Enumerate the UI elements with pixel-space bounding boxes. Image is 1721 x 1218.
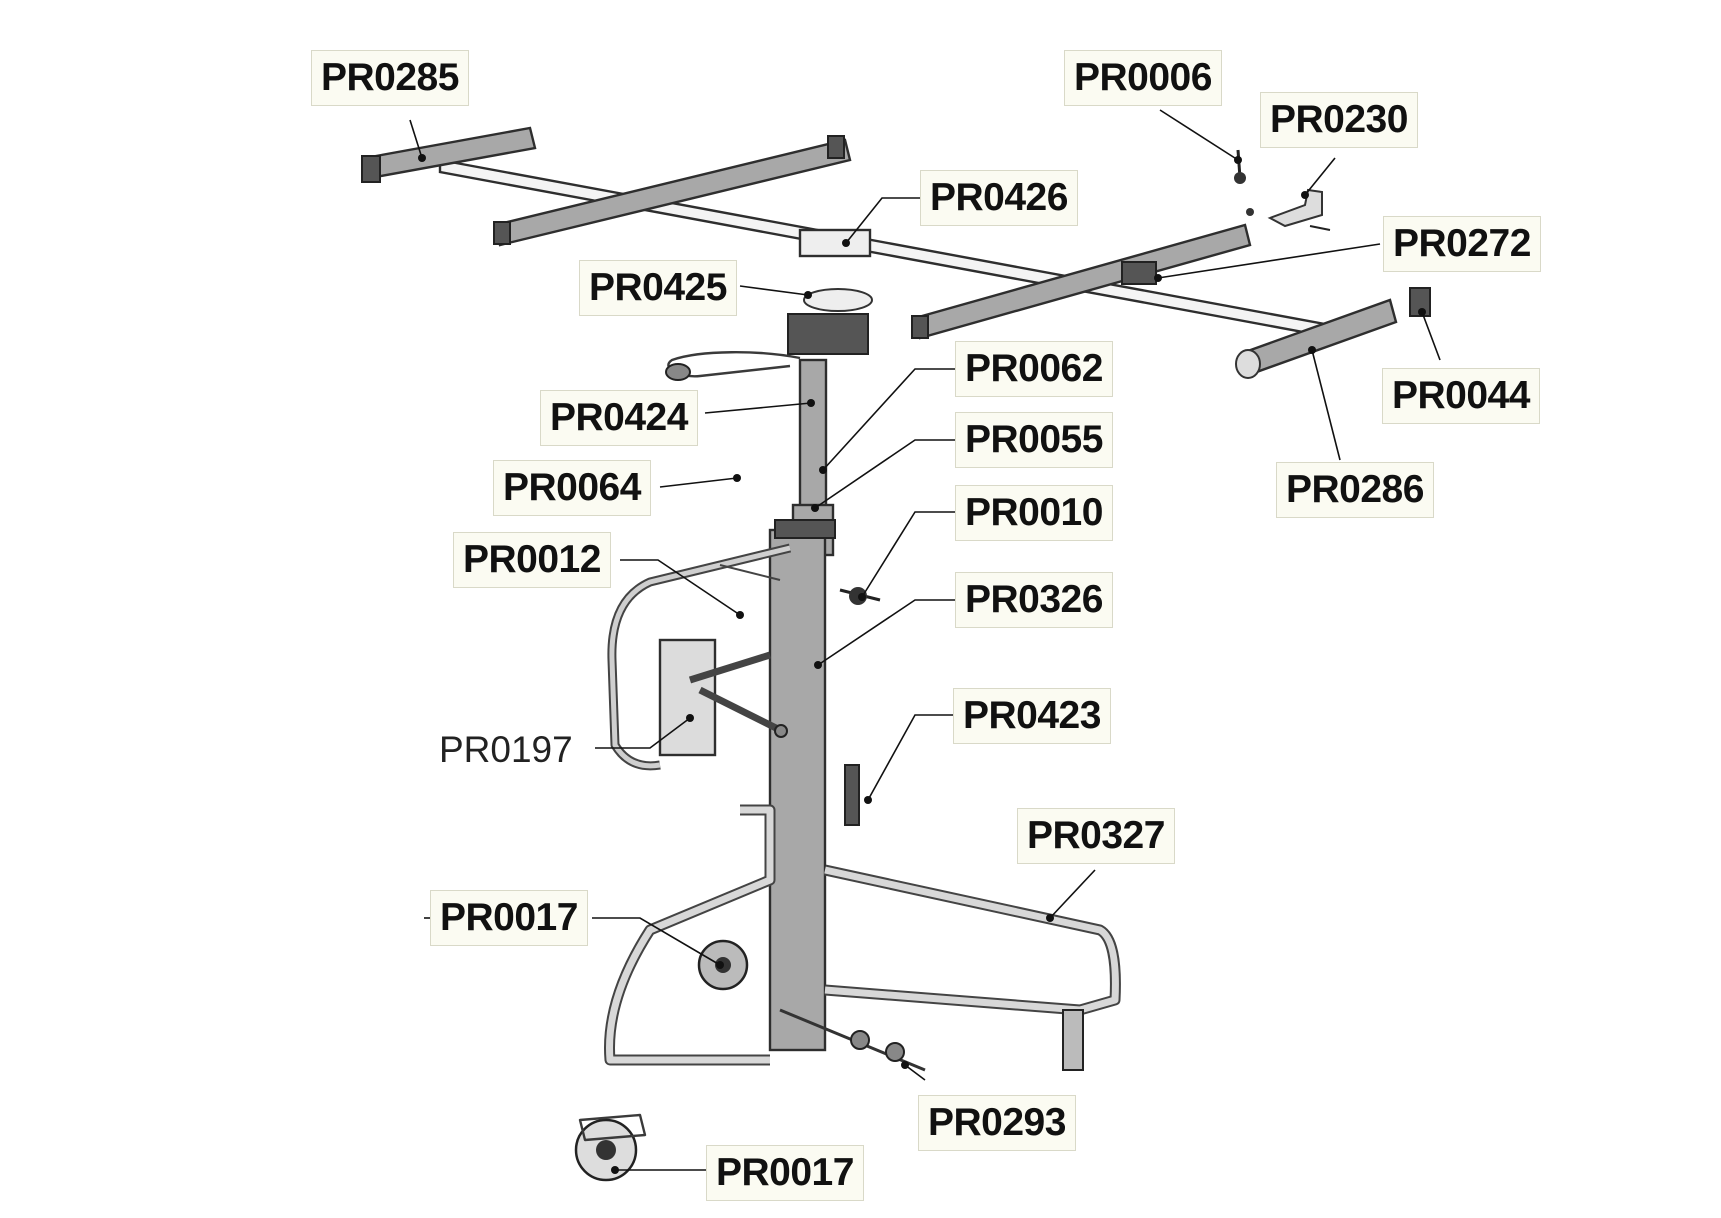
part-label-pr0327: PR0327 [1017, 808, 1175, 864]
part-label-pr0424: PR0424 [540, 390, 698, 446]
part-label-pr0044: PR0044 [1382, 368, 1540, 424]
part-label-pr0012: PR0012 [453, 532, 611, 588]
part-label-pr0272: PR0272 [1383, 216, 1541, 272]
part-label-pr0017-lower: PR0017 [706, 1145, 864, 1201]
part-label-pr0010: PR0010 [955, 485, 1113, 541]
part-label-pr0286: PR0286 [1276, 462, 1434, 518]
winch-assembly [607, 543, 881, 771]
mast [768, 358, 860, 1052]
part-label-pr0326: PR0326 [955, 572, 1113, 628]
part-label-pr0064: PR0064 [493, 460, 651, 516]
top-frame [361, 126, 1431, 379]
part-label-pr0055: PR0055 [955, 412, 1113, 468]
part-label-pr0423: PR0423 [953, 688, 1111, 744]
leader-lines [409, 109, 1441, 1174]
part-label-pr0017-caster: PR0017 [430, 890, 588, 946]
part-label-pr0293: PR0293 [918, 1095, 1076, 1151]
part-label-pr0425: PR0425 [579, 260, 737, 316]
part-label-pr0285: PR0285 [311, 50, 469, 106]
part-label-pr0230: PR0230 [1260, 92, 1418, 148]
base-legs [574, 804, 1121, 1182]
head-assembly [665, 288, 873, 381]
part-label-pr0197: PR0197 [439, 729, 573, 770]
part-label-pr0062: PR0062 [955, 341, 1113, 397]
part-label-pr0426: PR0426 [920, 170, 1078, 226]
part-label-pr0006: PR0006 [1064, 50, 1222, 106]
